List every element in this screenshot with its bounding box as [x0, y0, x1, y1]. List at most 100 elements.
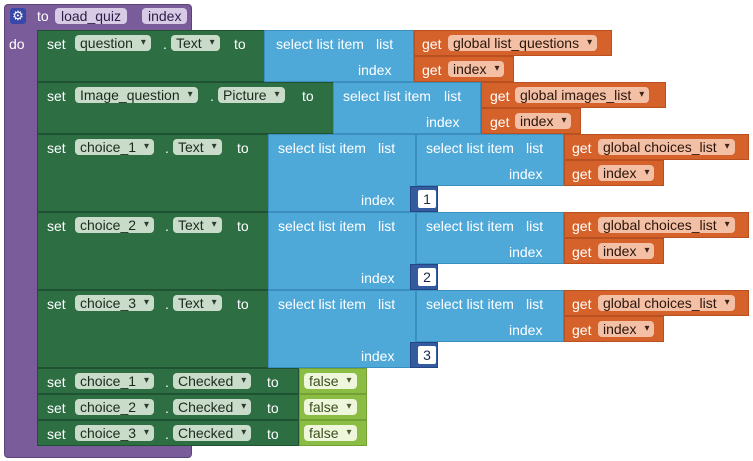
to-keyword: to — [267, 374, 279, 390]
to-keyword: to — [302, 88, 314, 104]
set-keyword: set — [47, 36, 66, 52]
get-keyword: get — [572, 244, 592, 260]
variable-dropdown[interactable]: global list_questions — [448, 35, 598, 51]
procedure-param-field[interactable]: index — [142, 8, 188, 24]
boolean-dropdown[interactable]: false — [304, 399, 357, 415]
list-socket-label: list — [376, 36, 394, 52]
variable-dropdown[interactable]: index — [515, 113, 572, 129]
procedure-name-field[interactable]: load_quiz — [55, 8, 127, 24]
list-socket-label: list — [526, 140, 544, 156]
property-dropdown[interactable]: Text — [173, 139, 222, 155]
list-socket-label: list — [526, 296, 544, 312]
variable-dropdown[interactable]: global choices_list — [598, 217, 735, 233]
set-keyword: set — [47, 218, 66, 234]
variable-dropdown[interactable]: index — [448, 61, 505, 77]
list-socket-label: list — [526, 218, 544, 234]
component-dropdown[interactable]: choice_3 — [75, 425, 155, 441]
variable-dropdown[interactable]: index — [598, 243, 655, 259]
get-keyword: get — [572, 218, 592, 234]
to-keyword: to — [237, 140, 249, 156]
to-keyword: to — [267, 400, 279, 416]
component-dropdown[interactable]: choice_1 — [75, 139, 155, 155]
select-list-item-label: select list item — [278, 140, 366, 156]
select-list-item-label: select list item — [343, 88, 431, 104]
set-keyword: set — [47, 374, 66, 390]
select-list-item-block[interactable] — [416, 134, 564, 186]
index-socket-label: index — [361, 192, 395, 208]
property-dropdown[interactable]: Checked — [173, 425, 252, 441]
component-dropdown[interactable]: choice_2 — [75, 217, 155, 233]
procedure-to-keyword: to — [37, 8, 49, 24]
get-keyword: get — [422, 62, 442, 78]
dot-separator: . — [165, 218, 169, 234]
number-value[interactable]: 2 — [418, 268, 436, 286]
index-socket-label: index — [358, 62, 392, 78]
component-dropdown[interactable]: choice_1 — [75, 373, 155, 389]
set-keyword: set — [47, 88, 66, 104]
boolean-dropdown[interactable]: false — [304, 373, 357, 389]
select-list-item-block[interactable] — [416, 212, 564, 264]
select-list-item-label: select list item — [278, 296, 366, 312]
select-list-item-block[interactable] — [268, 212, 416, 290]
component-dropdown[interactable]: Image_question — [75, 87, 198, 103]
boolean-dropdown[interactable]: false — [304, 425, 357, 441]
index-socket-label: index — [426, 114, 460, 130]
select-list-item-label: select list item — [426, 140, 514, 156]
index-socket-label: index — [361, 270, 395, 286]
dot-separator: . — [165, 140, 169, 156]
gear-icon[interactable]: ⚙ — [10, 8, 26, 24]
index-socket-label: index — [361, 348, 395, 364]
index-socket-label: index — [509, 244, 543, 260]
select-list-item-block[interactable] — [333, 82, 481, 134]
component-dropdown[interactable]: choice_3 — [75, 295, 155, 311]
get-keyword: get — [490, 114, 510, 130]
to-keyword: to — [267, 426, 279, 442]
get-keyword: get — [422, 36, 442, 52]
variable-dropdown[interactable]: index — [598, 165, 655, 181]
get-keyword: get — [572, 166, 592, 182]
dot-separator: . — [165, 426, 169, 442]
set-keyword: set — [47, 140, 66, 156]
number-value[interactable]: 3 — [418, 346, 436, 364]
property-dropdown[interactable]: Checked — [173, 399, 252, 415]
to-keyword: to — [234, 36, 246, 52]
set-question-text-block[interactable] — [37, 30, 266, 82]
select-list-item-block[interactable] — [416, 290, 564, 342]
property-dropdown[interactable]: Text — [173, 295, 222, 311]
index-socket-label: index — [509, 166, 543, 182]
get-keyword: get — [490, 88, 510, 104]
list-socket-label: list — [378, 218, 396, 234]
dot-separator: . — [165, 374, 169, 390]
dot-separator: . — [165, 400, 169, 416]
select-list-item-block[interactable] — [264, 30, 414, 82]
dot-separator: . — [163, 36, 167, 52]
set-keyword: set — [47, 400, 66, 416]
index-socket-label: index — [509, 322, 543, 338]
variable-dropdown[interactable]: global choices_list — [598, 139, 735, 155]
to-keyword: to — [237, 296, 249, 312]
variable-dropdown[interactable]: index — [598, 321, 655, 337]
select-list-item-label: select list item — [426, 218, 514, 234]
select-list-item-label: select list item — [278, 218, 366, 234]
to-keyword: to — [237, 218, 249, 234]
dot-separator: . — [210, 88, 214, 104]
select-list-item-label: select list item — [426, 296, 514, 312]
set-keyword: set — [47, 296, 66, 312]
component-dropdown[interactable]: question — [75, 35, 151, 51]
property-dropdown[interactable]: Text — [173, 217, 222, 233]
select-list-item-block[interactable] — [268, 290, 416, 368]
variable-dropdown[interactable]: global choices_list — [598, 295, 735, 311]
variable-dropdown[interactable]: global images_list — [515, 87, 650, 103]
get-keyword: get — [572, 296, 592, 312]
select-list-item-label: select list item — [276, 36, 364, 52]
property-dropdown[interactable]: Picture — [218, 87, 285, 103]
property-dropdown[interactable]: Text — [171, 35, 220, 51]
number-value[interactable]: 1 — [418, 190, 436, 208]
component-dropdown[interactable]: choice_2 — [75, 399, 155, 415]
dot-separator: . — [165, 296, 169, 312]
property-dropdown[interactable]: Checked — [173, 373, 252, 389]
select-list-item-block[interactable] — [268, 134, 416, 212]
list-socket-label: list — [378, 140, 396, 156]
list-socket-label: list — [378, 296, 396, 312]
